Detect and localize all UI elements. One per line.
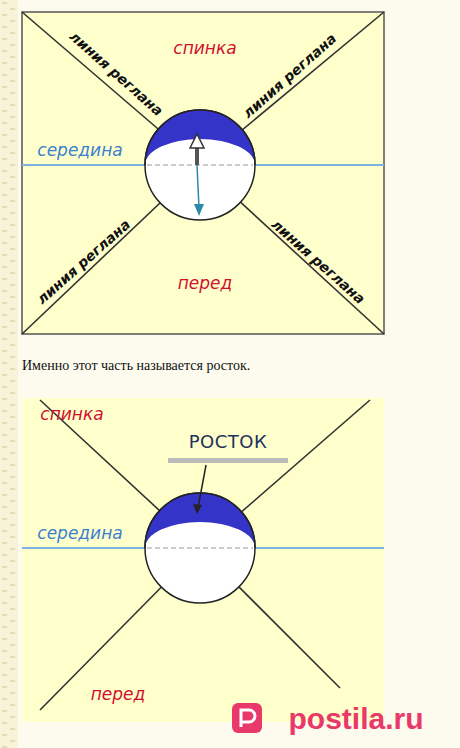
part-name: спинка xyxy=(40,405,103,424)
callout-label: РОСТОК xyxy=(189,432,268,452)
caption-note: Именно этот часть называется росток. xyxy=(22,358,250,373)
down-arrow xyxy=(197,165,199,208)
part-name: перед xyxy=(178,274,233,293)
up-arrow xyxy=(195,147,199,165)
dashed-line xyxy=(147,548,253,549)
raglan-lines xyxy=(22,12,384,334)
watermark-icon xyxy=(232,703,262,733)
part-name: перед xyxy=(91,685,146,704)
neck-circle xyxy=(145,110,255,220)
underline-bar xyxy=(168,458,288,463)
side-strip xyxy=(0,0,18,748)
dashed-line xyxy=(147,165,253,166)
middle-label: середина xyxy=(37,524,122,543)
bottom-panel xyxy=(22,398,384,722)
neck-circle xyxy=(145,493,255,603)
raglan-lines xyxy=(40,400,370,710)
watermark: postila.ru xyxy=(288,702,423,735)
part-name: спинка xyxy=(173,39,236,58)
middle-label: середина xyxy=(37,141,122,160)
top-panel xyxy=(22,12,384,334)
rostok-cap xyxy=(145,110,255,165)
leader-line xyxy=(198,465,206,508)
